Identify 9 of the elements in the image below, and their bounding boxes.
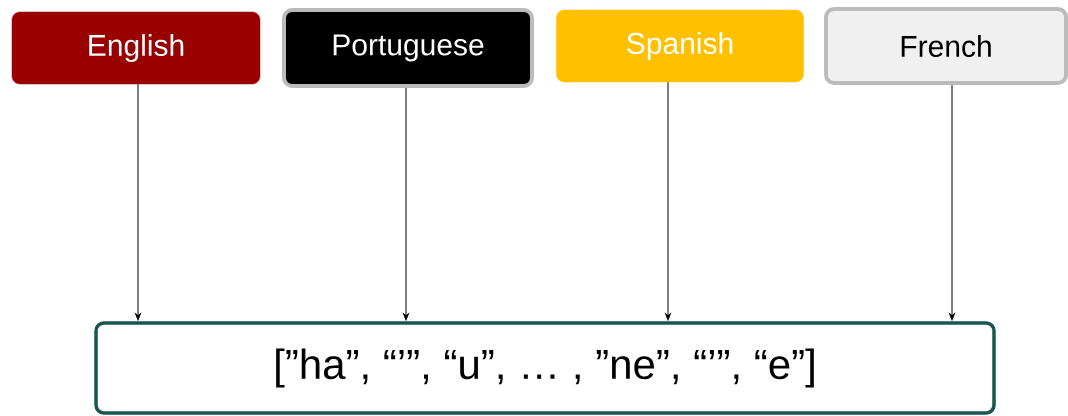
language-box: English — [11, 11, 261, 85]
token-list-box: [”ha”, “’”, “u”, … , ”ne”, “’”, “e”] — [94, 321, 996, 415]
language-box: Spanish — [556, 9, 804, 83]
arrow — [135, 83, 141, 321]
arrow — [403, 87, 409, 321]
arrow — [949, 84, 955, 321]
language-box: Portuguese — [282, 8, 534, 88]
language-box: French — [824, 7, 1068, 85]
arrow — [665, 81, 671, 321]
